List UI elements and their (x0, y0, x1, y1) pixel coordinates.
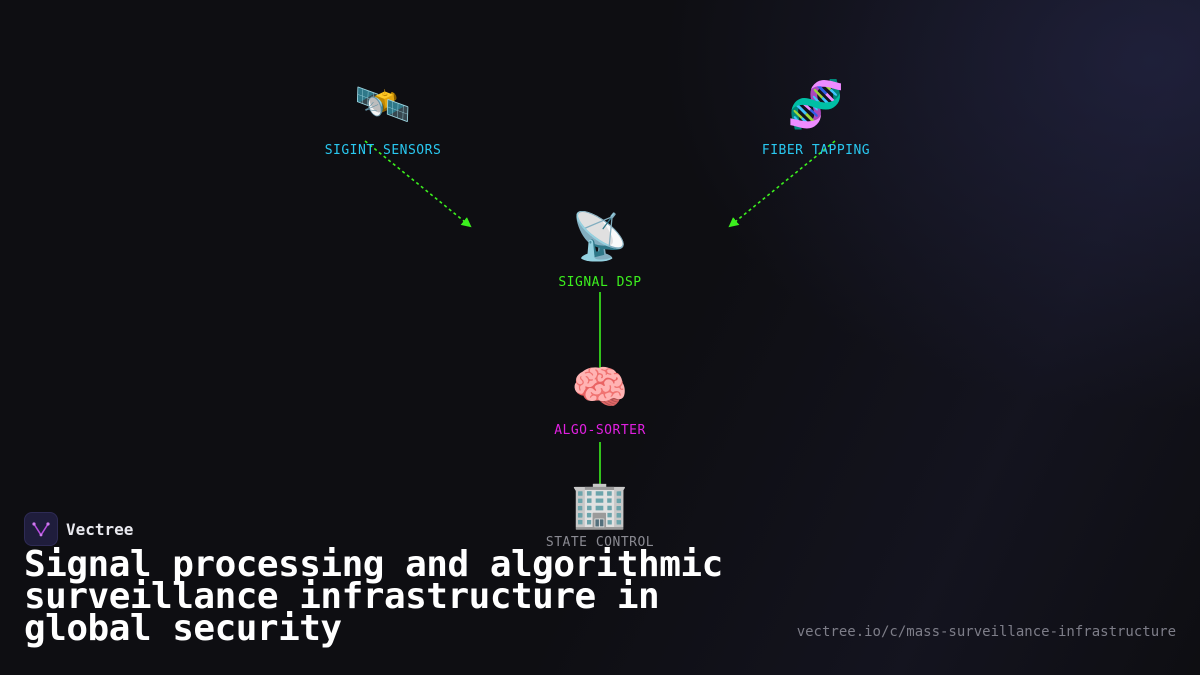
node-label: ALGO-SORTER (554, 423, 646, 438)
node-state-control: 🏢 STATE CONTROL (500, 476, 700, 551)
edge-fiber-to-dsp (728, 140, 836, 228)
node-algo-sorter: 🧠 ALGO-SORTER (500, 359, 700, 439)
node-label: FIBER TAPPING (761, 143, 871, 158)
node-label: SIGNAL DSP (558, 275, 642, 290)
brand-name: Vectree (66, 519, 134, 539)
node-sigint-sensors: 🛰️ SIGINT SENSORS (283, 76, 483, 159)
brain-icon: 🧠 (571, 360, 629, 414)
node-label: STATE CONTROL (545, 535, 655, 550)
source-url: vectree.io/c/mass-surveillance-infrastru… (796, 624, 1176, 640)
satellite-dish-icon: 📡 (571, 209, 629, 263)
page-title: Signal processing and algorithmic survei… (24, 544, 723, 649)
node-signal-dsp: 📡 SIGNAL DSP (500, 208, 700, 291)
edge-sigint-to-dsp (364, 140, 472, 228)
vectree-logo-icon (24, 512, 58, 546)
satellite-icon: 🛰️ (354, 77, 412, 131)
node-label: SIGINT SENSORS (324, 143, 442, 158)
dna-icon: 🧬 (787, 77, 845, 131)
brand: Vectree (24, 512, 133, 546)
node-fiber-tapping: 🧬 FIBER TAPPING (716, 76, 916, 159)
office-building-icon: 🏢 (571, 477, 629, 531)
